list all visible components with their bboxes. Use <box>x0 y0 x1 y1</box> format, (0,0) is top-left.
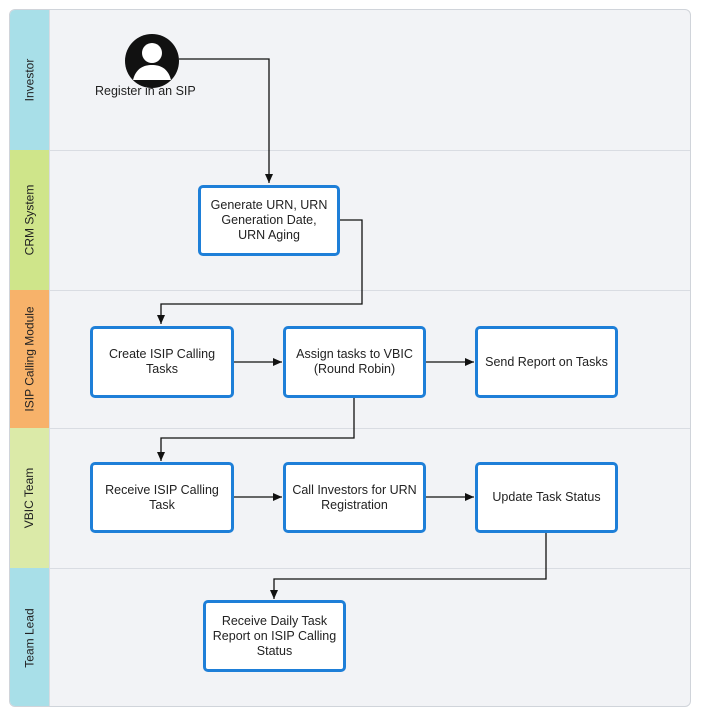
user-avatar-icon <box>125 34 179 88</box>
lane-label-isip: ISIP Calling Module <box>10 290 49 428</box>
lane-body-crm <box>49 150 690 290</box>
connector-update-to-daily-report <box>270 532 547 599</box>
connector-register-to-generate <box>179 58 273 183</box>
lane-body-vbic <box>49 428 690 568</box>
node-create-calling-tasks[interactable]: Create ISIP Calling Tasks <box>90 326 234 398</box>
node-generate-urn[interactable]: Generate URN, URN Generation Date, URN A… <box>198 185 340 256</box>
lane-team-lead: Team Lead <box>10 568 690 706</box>
lane-body-investor <box>49 10 690 150</box>
node-assign-tasks[interactable]: Assign tasks to VBIC (Round Robin) <box>283 326 426 398</box>
lane-label-investor: Investor <box>10 10 49 150</box>
lane-crm: CRM System <box>10 150 690 290</box>
lane-vbic: VBIC Team <box>10 428 690 568</box>
lane-separator <box>49 150 690 151</box>
lane-label-vbic: VBIC Team <box>10 428 49 568</box>
lane-label-crm: CRM System <box>10 150 49 290</box>
lane-body-team-lead <box>49 568 690 706</box>
connector-assign-to-receive <box>157 397 355 461</box>
lane-separator <box>49 290 690 291</box>
lane-body-isip <box>49 290 690 428</box>
node-send-report[interactable]: Send Report on Tasks <box>475 326 618 398</box>
node-call-investors[interactable]: Call Investors for URN Registration <box>283 462 426 533</box>
lane-label-team-lead: Team Lead <box>10 568 49 706</box>
lane-separator <box>49 568 690 569</box>
lane-isip: ISIP Calling Module <box>10 290 690 428</box>
node-daily-task-report[interactable]: Receive Daily Task Report on ISIP Callin… <box>203 600 346 672</box>
actor-label: Register in an SIP <box>95 84 196 98</box>
lane-separator <box>49 428 690 429</box>
node-update-task-status[interactable]: Update Task Status <box>475 462 618 533</box>
connector-generate-to-create <box>157 219 363 324</box>
node-receive-calling-task[interactable]: Receive ISIP Calling Task <box>90 462 234 533</box>
lane-investor: Investor <box>10 10 690 150</box>
